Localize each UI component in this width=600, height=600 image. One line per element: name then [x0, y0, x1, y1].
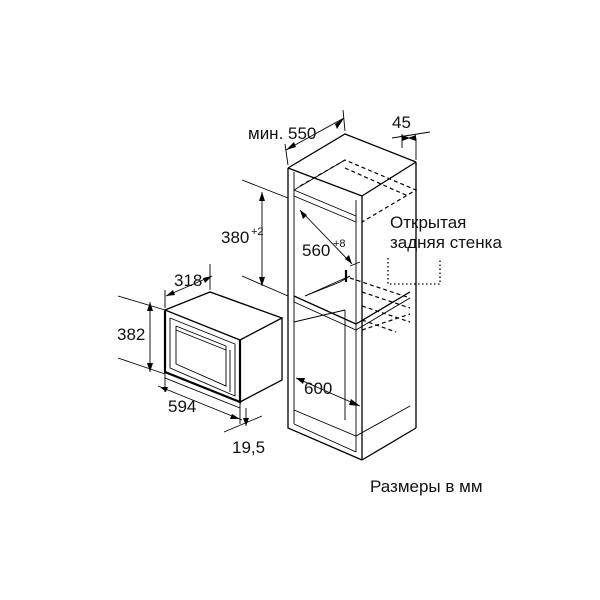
- appliance: [163, 291, 284, 409]
- label-appliance-height: 382: [117, 325, 145, 344]
- label-cabinet-inner: 600: [304, 379, 332, 398]
- label-niche-width: 560: [302, 241, 330, 260]
- label-appliance-depth: 318: [174, 271, 202, 290]
- units-note: Размеры в мм: [370, 477, 483, 496]
- note-open-back-line2: задняя стенка: [390, 233, 502, 252]
- label-niche-width-tolerance: +8: [333, 238, 346, 250]
- label-niche-height: 380: [221, 228, 249, 247]
- dimension-lines: [117, 109, 441, 433]
- label-rear-gap: 45: [392, 113, 411, 132]
- note-open-back-line1: Открытая: [390, 213, 466, 232]
- tall-cabinet: [287, 133, 418, 461]
- label-niche-depth-min: мин. 550: [248, 124, 316, 143]
- label-niche-height-tolerance: +2: [251, 226, 264, 238]
- label-appliance-width: 594: [168, 397, 196, 416]
- label-front-panel: 19,5: [232, 438, 265, 457]
- arrowheads: [147, 118, 416, 426]
